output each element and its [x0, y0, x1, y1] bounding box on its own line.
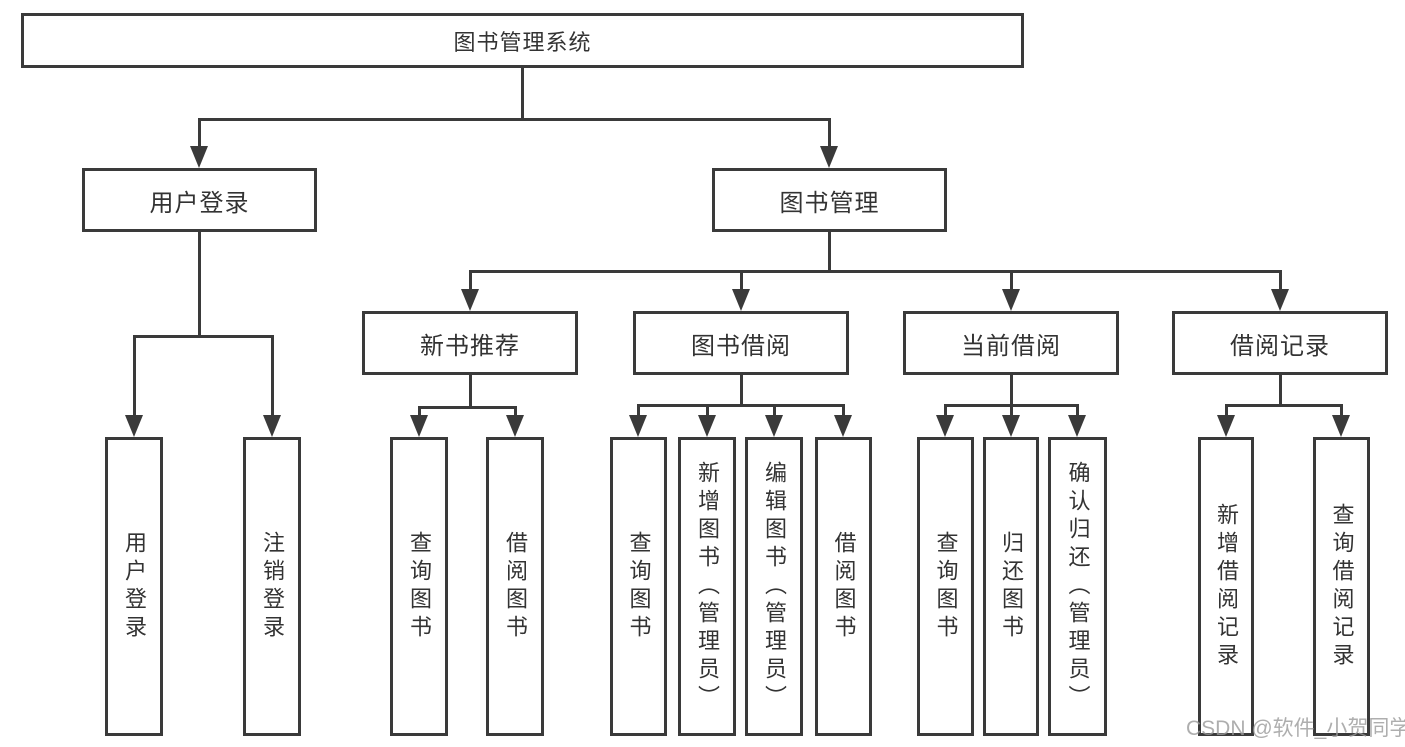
node-leaf-edit-book-admin: 编辑图书（管理员）: [745, 437, 803, 736]
connector-vline: [271, 335, 274, 417]
connector-hline: [637, 404, 845, 407]
connector-vline: [469, 375, 472, 408]
arrow-down-icon: [1332, 415, 1350, 437]
connector-vline: [706, 404, 709, 417]
node-label: 查询图书: [407, 530, 432, 643]
arrow-down-icon: [410, 415, 428, 437]
connector-vline: [944, 404, 947, 417]
connector-vline: [1279, 375, 1282, 406]
connector-vline: [469, 270, 472, 292]
node-leaf-borrow-book-1: 借阅图书: [486, 437, 544, 736]
node-leaf-confirm-return-admin: 确认归还（管理员）: [1048, 437, 1107, 736]
connector-vline: [1279, 270, 1282, 292]
csdn-watermark: CSDN @软件_小贺同学: [1186, 717, 1405, 740]
node-label: 新增借阅记录: [1214, 502, 1239, 671]
connector-vline: [1225, 404, 1228, 417]
arrow-down-icon: [834, 415, 852, 437]
node-leaf-query-book-1: 查询图书: [390, 437, 448, 736]
connector-vline: [773, 404, 776, 417]
node-label: 注销登录: [260, 530, 285, 643]
node-label: 用户登录: [122, 530, 147, 643]
arrow-down-icon: [732, 289, 750, 311]
node-label: 图书管理: [779, 189, 880, 217]
connector-vline: [418, 406, 421, 418]
node-label: 查询图书: [933, 530, 959, 643]
connector-vline: [828, 232, 831, 272]
connector-vline: [1340, 404, 1343, 417]
node-leaf-borrow-book-2: 借阅图书: [815, 437, 872, 736]
arrow-down-icon: [190, 146, 208, 168]
arrow-down-icon: [263, 415, 281, 437]
node-leaf-add-book-admin: 新增图书（管理员）: [678, 437, 736, 736]
arrow-down-icon: [125, 415, 143, 437]
node-label: 查询借阅记录: [1329, 502, 1355, 671]
node-leaf-query-book-3: 查询图书: [917, 437, 974, 736]
node-label: 用户登录: [149, 189, 250, 217]
node-label: 编辑图书（管理员）: [762, 460, 787, 713]
connector-vline: [1010, 270, 1013, 292]
node-label: 新增图书（管理员）: [695, 460, 720, 713]
node-leaf-return-book: 归还图书: [983, 437, 1039, 736]
connector-vline: [740, 270, 743, 292]
arrow-down-icon: [1217, 415, 1235, 437]
node-leaf-query-book-2: 查询图书: [610, 437, 667, 736]
connector-vline: [828, 118, 831, 152]
node-root-library-management-system: 图书管理系统: [21, 13, 1024, 68]
connector-vline: [842, 404, 845, 417]
node-borrowing-records: 借阅记录: [1172, 311, 1388, 375]
arrow-down-icon: [936, 415, 954, 437]
node-leaf-add-borrow-record: 新增借阅记录: [1198, 437, 1254, 736]
node-label: 查询图书: [626, 530, 652, 643]
connector-hline: [133, 335, 274, 338]
node-label: 归还图书: [999, 530, 1024, 643]
node-book-management: 图书管理: [712, 168, 947, 232]
arrow-down-icon: [698, 415, 716, 437]
node-leaf-query-borrow-record: 查询借阅记录: [1313, 437, 1370, 736]
arrow-down-icon: [820, 146, 838, 168]
node-user-login: 用户登录: [82, 168, 317, 232]
connector-vline: [1010, 404, 1013, 417]
connector-vline: [133, 335, 136, 417]
node-label: 借阅图书: [503, 530, 528, 643]
arrow-down-icon: [629, 415, 647, 437]
connector-vline: [1010, 375, 1013, 406]
node-label: 图书管理系统: [453, 29, 592, 55]
connector-vline: [198, 232, 201, 336]
connector-hline: [469, 270, 1282, 273]
node-label: 借阅图书: [831, 530, 857, 643]
arrow-down-icon: [1002, 289, 1020, 311]
node-book-borrowing: 图书借阅: [633, 311, 849, 375]
node-label: 确认归还（管理员）: [1065, 460, 1091, 713]
arrow-down-icon: [461, 289, 479, 311]
arrow-down-icon: [1068, 415, 1086, 437]
connector-hline: [944, 404, 1078, 407]
node-leaf-user-login: 用户登录: [105, 437, 163, 736]
node-current-borrowing: 当前借阅: [903, 311, 1119, 375]
connector-vline: [740, 375, 743, 406]
arrow-down-icon: [1002, 415, 1020, 437]
connector-vline: [1076, 404, 1079, 417]
connector-vline: [198, 118, 201, 152]
node-label: 借阅记录: [1230, 332, 1330, 360]
connector-hline: [1225, 404, 1343, 407]
node-label: 图书借阅: [691, 332, 791, 360]
connector-hline: [198, 118, 831, 121]
connector-vline: [521, 68, 524, 118]
arrow-down-icon: [506, 415, 524, 437]
node-new-book-recommendation: 新书推荐: [362, 311, 578, 375]
node-label: 新书推荐: [420, 332, 520, 360]
connector-vline: [514, 406, 517, 418]
arrow-down-icon: [765, 415, 783, 437]
node-leaf-logout: 注销登录: [243, 437, 301, 736]
node-label: 当前借阅: [961, 332, 1061, 360]
arrow-down-icon: [1271, 289, 1289, 311]
connector-vline: [637, 404, 640, 417]
connector-hline: [418, 406, 517, 409]
